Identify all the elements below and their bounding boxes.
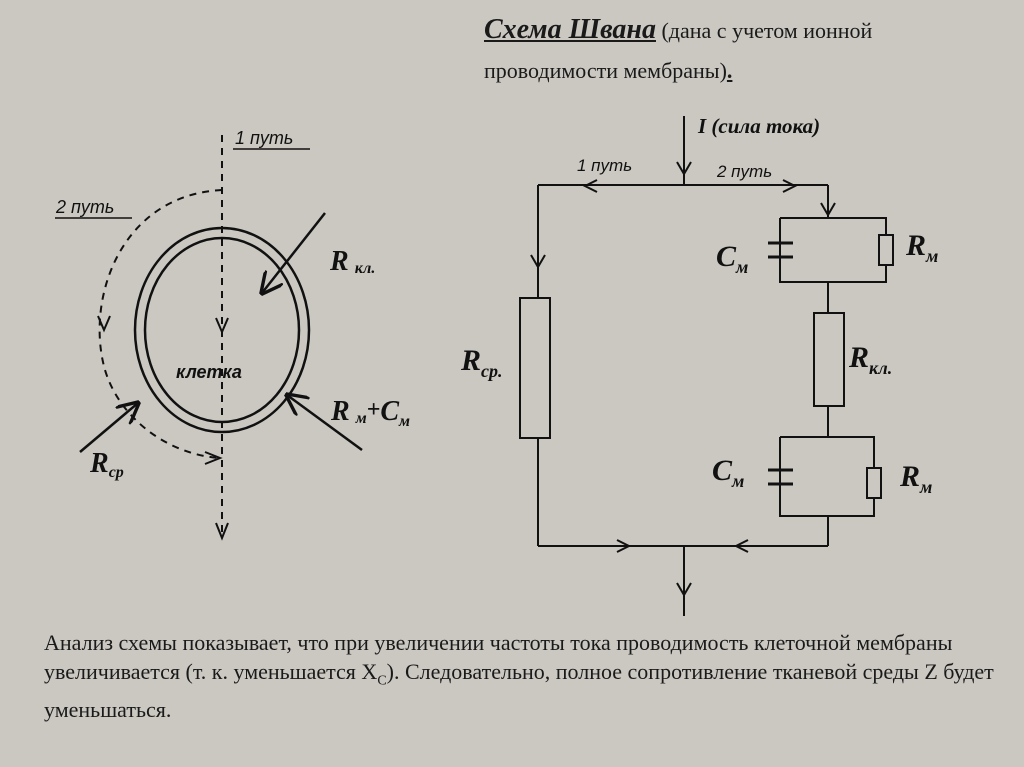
r-bot-resistor — [866, 467, 882, 499]
title-main: Схема Швана — [484, 14, 656, 45]
title-rest: (дана с учетом ионной проводимости мембр… — [484, 18, 873, 83]
r-cp-left-label: Rср — [89, 448, 124, 481]
rm-cm-pointer — [287, 395, 363, 452]
analysis-sub: C — [377, 673, 387, 689]
path2-arrow-right — [782, 179, 798, 193]
right-path2-label: 2 путь — [716, 162, 772, 181]
path2-arrow-left — [97, 315, 111, 333]
r-top-label: Rм — [905, 229, 938, 266]
path1-arrow — [215, 317, 229, 335]
left-path1-label: 1 путь — [235, 128, 293, 148]
path1-arrow-right — [582, 179, 598, 193]
r-top-resistor — [878, 234, 894, 266]
title-block: Схема Швана (дана с учетом ионной провод… — [484, 10, 1004, 91]
title-period: . — [726, 58, 733, 83]
current-input-arrow — [676, 161, 692, 176]
left-path2-label: 2 путь — [55, 197, 114, 217]
analysis-text-b: ). Следовательно, полное сопротивление т… — [44, 659, 994, 723]
c-top-label: Cм — [716, 240, 748, 277]
cell-diagram — [55, 135, 363, 541]
circuit — [519, 116, 894, 616]
cell-label: клетка — [176, 362, 242, 382]
parallel-top-loop — [779, 217, 887, 283]
r-kl-resistor — [813, 312, 845, 407]
path1-arrow-bottom — [215, 522, 229, 541]
path2-arrow-bottom — [204, 451, 223, 465]
parallel-bot-loop — [779, 436, 875, 517]
r-cp-resistor — [519, 297, 551, 439]
bottom-arrow-right — [616, 539, 632, 553]
analysis-text-a: Анализ схемы показывает, что при увеличе… — [44, 630, 953, 684]
left-branch-arrow — [530, 254, 546, 269]
current-label: I (сила тока) — [697, 114, 820, 138]
rcp-pointer — [79, 403, 138, 453]
right-top-arrow — [820, 202, 836, 217]
bottom-arrow-left — [733, 539, 749, 553]
r-kl-circuit-label: Rкл. — [848, 341, 892, 378]
r-cp-right-label: Rср. — [460, 344, 503, 381]
r-bot-label: Rм — [899, 460, 932, 497]
right-path1-label: 1 путь — [577, 156, 632, 175]
c-bot-label: Cм — [712, 454, 744, 491]
current-output-arrow — [676, 582, 692, 597]
analysis-text: Анализ схемы показывает, что при увеличе… — [44, 628, 1004, 724]
r-kl-pointer — [262, 212, 326, 293]
